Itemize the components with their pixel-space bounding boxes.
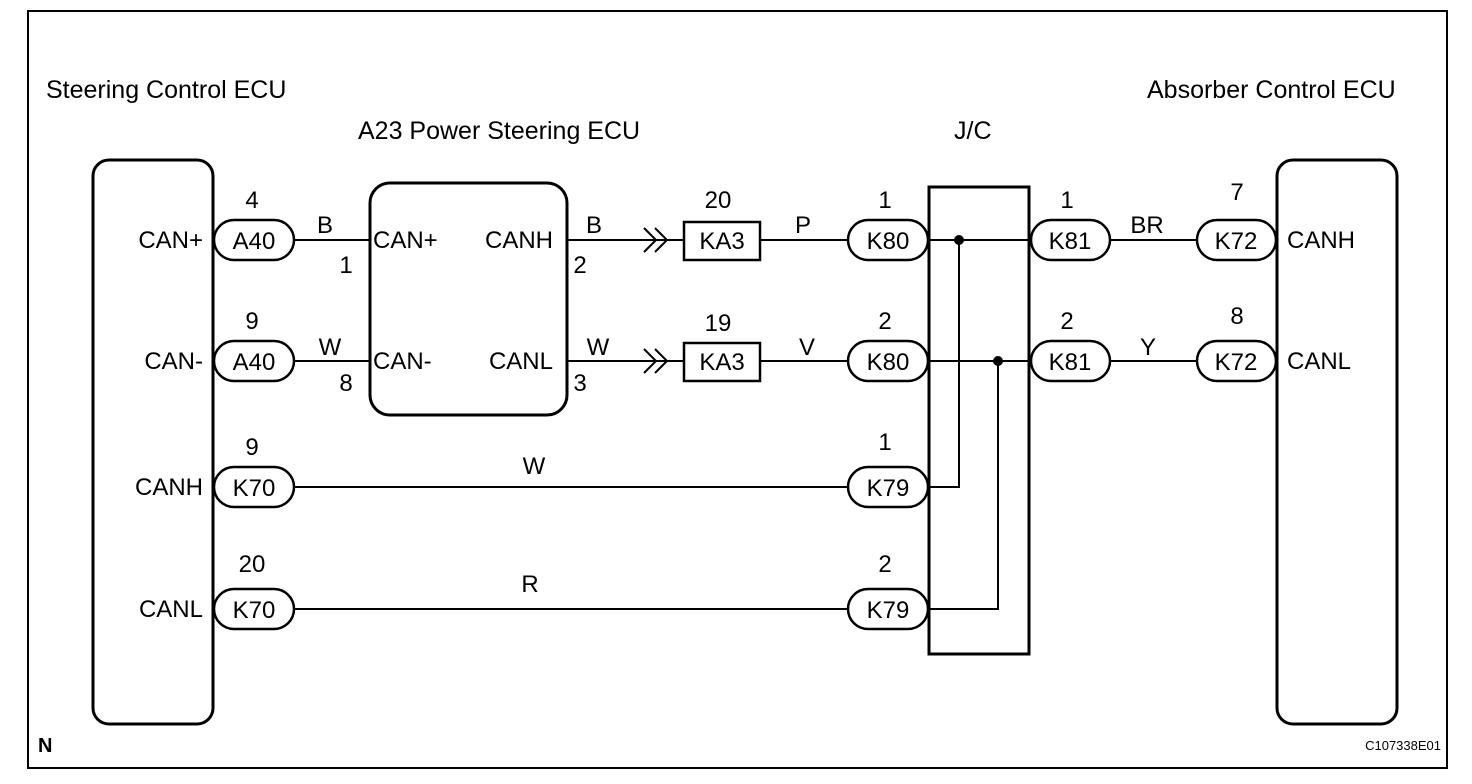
connector-k79: K79 — [846, 465, 930, 509]
connector-name: A40 — [233, 228, 276, 255]
connector-k70: K70 — [212, 465, 296, 509]
jc-bus-canl — [928, 361, 999, 610]
corner-letter: N — [38, 735, 52, 757]
connector-pin-number: 1 — [878, 187, 891, 214]
connector-k81: K81 — [1029, 218, 1112, 262]
connector-ka3: KA3 — [682, 220, 762, 262]
wire-color-label: B — [586, 212, 602, 239]
connector-pin-number: 19 — [705, 310, 732, 337]
wire-color-label: Y — [1140, 334, 1156, 361]
connector-k80: K80 — [846, 218, 930, 262]
ps-pin-number: 8 — [339, 370, 352, 397]
wire-color-label: R — [521, 571, 538, 598]
connector-pin-number: 2 — [1060, 308, 1073, 335]
steering-ecu-title: Steering Control ECU — [46, 76, 286, 104]
connector-name: K70 — [233, 597, 276, 624]
ps-pin-number: 2 — [573, 252, 586, 279]
ps-pin-label: CANL — [489, 348, 553, 375]
connector-k81: K81 — [1029, 339, 1112, 383]
connector-k72: K72 — [1195, 339, 1278, 383]
connector-k70: K70 — [212, 587, 296, 631]
jc-junction-dot-2 — [993, 356, 1003, 366]
ps-pin-label: CAN+ — [373, 227, 438, 254]
figure-code: C107338E01 — [1365, 738, 1441, 753]
connector-name: K81 — [1049, 349, 1092, 376]
absorber-ecu-box — [1275, 158, 1399, 726]
connector-ka3: KA3 — [682, 341, 762, 383]
connector-pin-number: 2 — [878, 308, 891, 335]
jc-title: J/C — [954, 117, 992, 145]
connector-name: K80 — [867, 349, 910, 376]
steering-pin-label: CAN+ — [138, 227, 203, 254]
wire-color-label: B — [317, 212, 333, 239]
ps-pin-label: CANH — [485, 227, 553, 254]
connector-a40: A40 — [212, 339, 296, 383]
connector-pin-number: 20 — [705, 187, 732, 214]
connector-arrow-1b — [654, 227, 669, 253]
connector-name: K80 — [867, 228, 910, 255]
connector-name: K72 — [1215, 228, 1258, 255]
absorber-pin-label: CANL — [1287, 348, 1351, 375]
connector-pin-number: 9 — [245, 308, 258, 335]
wire-color-label: BR — [1130, 212, 1163, 239]
jc-junction-dot-1 — [954, 235, 964, 245]
steering-pin-label: CANH — [135, 474, 203, 501]
jc-box — [927, 185, 1031, 656]
connector-pin-number: 2 — [878, 551, 891, 578]
ps-pin-label: CAN- — [373, 348, 432, 375]
connector-name: K72 — [1215, 349, 1258, 376]
power-steering-ecu-title: A23 Power Steering ECU — [358, 117, 640, 145]
steering-pin-label: CAN- — [144, 348, 203, 375]
diagram-frame — [27, 10, 1448, 769]
connector-name: A40 — [233, 349, 276, 376]
connector-arrow-1a — [643, 227, 658, 253]
connector-name: K70 — [233, 475, 276, 502]
connector-k80: K80 — [846, 339, 930, 383]
power-steering-ecu-box — [368, 181, 569, 417]
wire-color-label: W — [319, 334, 342, 361]
connector-name: KA3 — [699, 349, 744, 376]
connector-k72: K72 — [1195, 218, 1278, 262]
connector-pin-number: 4 — [245, 187, 258, 214]
wire-color-label: P — [795, 212, 811, 239]
steering-ecu-box — [91, 158, 215, 726]
connector-pin-number: 7 — [1230, 179, 1243, 206]
connector-a40: A40 — [212, 218, 296, 262]
wire-color-label: V — [799, 334, 815, 361]
ps-pin-number: 1 — [339, 252, 352, 279]
connector-name: K79 — [867, 597, 910, 624]
connector-name: K81 — [1049, 228, 1092, 255]
connector-k79: K79 — [846, 587, 930, 631]
wire-color-label: W — [587, 334, 610, 361]
connector-arrow-2a — [643, 348, 658, 374]
connector-pin-number: 20 — [239, 551, 266, 578]
connector-pin-number: 1 — [1060, 187, 1073, 214]
connector-arrow-2b — [654, 348, 669, 374]
steering-pin-label: CANL — [139, 596, 203, 623]
jc-bus-canh — [928, 240, 960, 488]
connector-pin-number: 1 — [878, 429, 891, 456]
ps-pin-number: 3 — [573, 370, 586, 397]
connector-pin-number: 8 — [1230, 303, 1243, 330]
connector-name: KA3 — [699, 228, 744, 255]
absorber-ecu-title: Absorber Control ECU — [1147, 76, 1396, 104]
absorber-pin-label: CANH — [1287, 227, 1355, 254]
connector-name: K79 — [867, 475, 910, 502]
wire-color-label: W — [523, 453, 546, 480]
connector-pin-number: 9 — [245, 434, 258, 461]
